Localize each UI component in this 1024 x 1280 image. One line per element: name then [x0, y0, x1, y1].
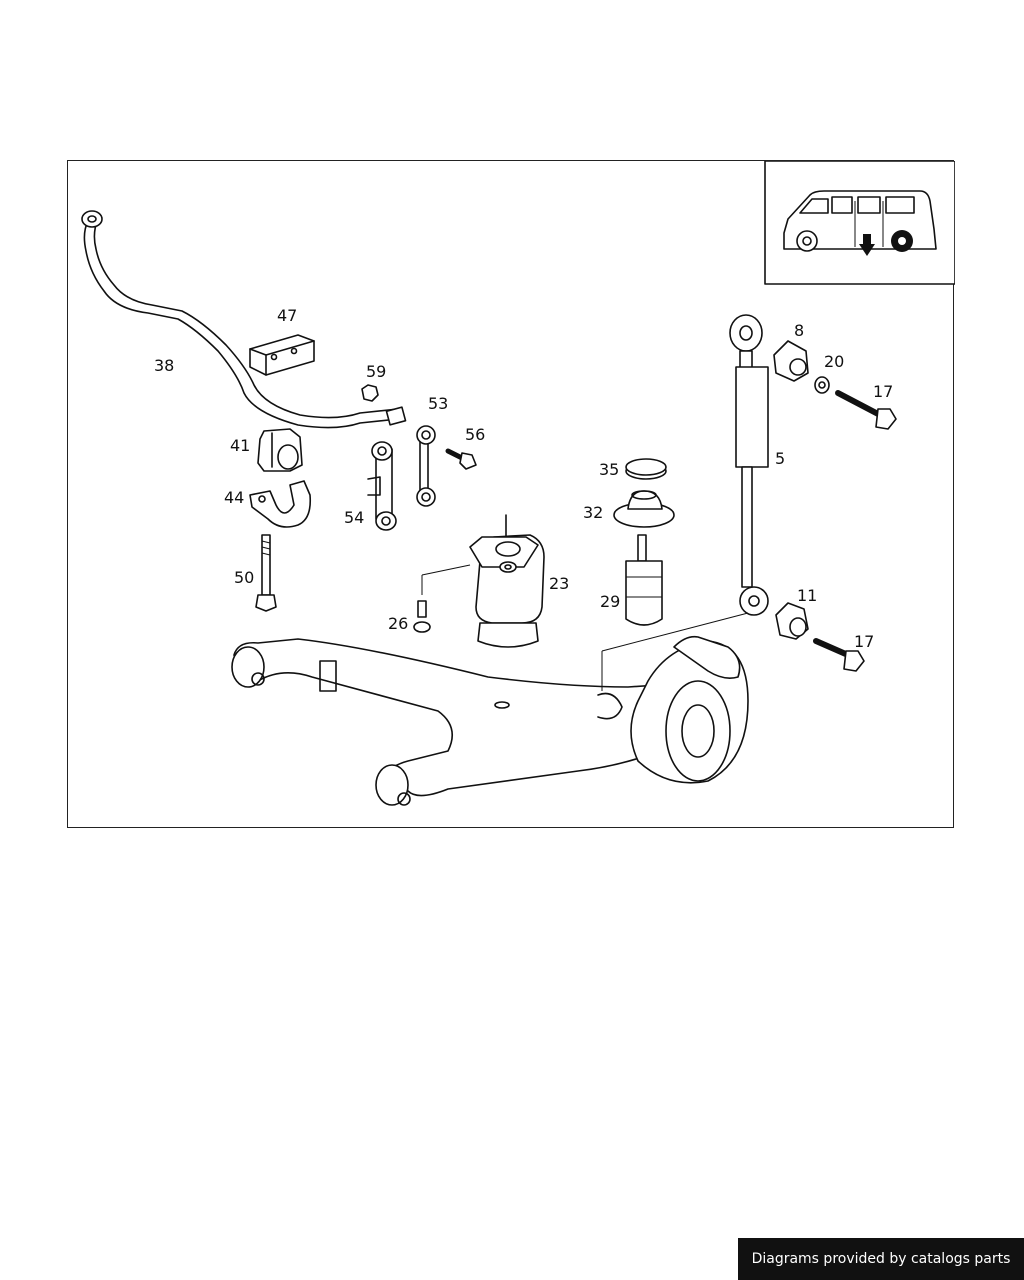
long-bolt [255, 534, 277, 612]
callout-41: 41 [230, 436, 250, 455]
shock-absorber [729, 314, 769, 616]
bracket [249, 480, 312, 528]
callout-50: 50 [234, 568, 254, 587]
callout-29: 29 [600, 592, 620, 611]
callout-17-upper: 17 [873, 382, 893, 401]
bump-stop [625, 534, 663, 626]
callout-54: 54 [344, 508, 364, 527]
callout-35: 35 [599, 460, 619, 479]
nut [361, 384, 379, 402]
footer-text: Diagrams provided by catalogs parts [751, 1251, 1011, 1267]
vehicle-locator-inset [764, 161, 955, 285]
small-bolt [445, 448, 477, 470]
callout-56: 56 [465, 425, 485, 444]
callout-32: 32 [583, 503, 603, 522]
callout-23: 23 [549, 574, 569, 593]
upper-bushing [773, 340, 809, 382]
callout-47: 47 [277, 306, 297, 325]
buffer-disc [625, 458, 667, 480]
callout-5: 5 [775, 449, 785, 468]
callout-17-lower: 17 [854, 632, 874, 651]
trailing-arm [231, 612, 749, 806]
callout-59: 59 [366, 362, 386, 381]
coupling-link [367, 441, 397, 531]
callout-26: 26 [388, 614, 408, 633]
screw [413, 564, 471, 633]
lower-bushing [775, 602, 809, 640]
clamp-block [249, 334, 315, 376]
mount [613, 490, 675, 528]
lower-bolt [813, 638, 865, 672]
upper-bolt [835, 390, 897, 430]
callout-44: 44 [224, 488, 244, 507]
parts-diagram-frame: 38 47 59 53 41 56 44 54 50 8 20 17 5 35 … [67, 160, 955, 828]
rubber-bushing [257, 428, 303, 472]
callout-38: 38 [154, 356, 174, 375]
footer-banner: Diagrams provided by catalogs parts [738, 1238, 1024, 1280]
parts-diagram: 38 47 59 53 41 56 44 54 50 8 20 17 5 35 … [81, 161, 955, 806]
link-rod [416, 425, 436, 507]
callout-20: 20 [824, 352, 844, 371]
callout-8: 8 [794, 321, 804, 340]
air-spring [469, 514, 545, 648]
stabilizer-bar [81, 210, 407, 429]
callout-53: 53 [428, 394, 448, 413]
callout-11: 11 [797, 586, 817, 605]
washer [814, 376, 830, 394]
